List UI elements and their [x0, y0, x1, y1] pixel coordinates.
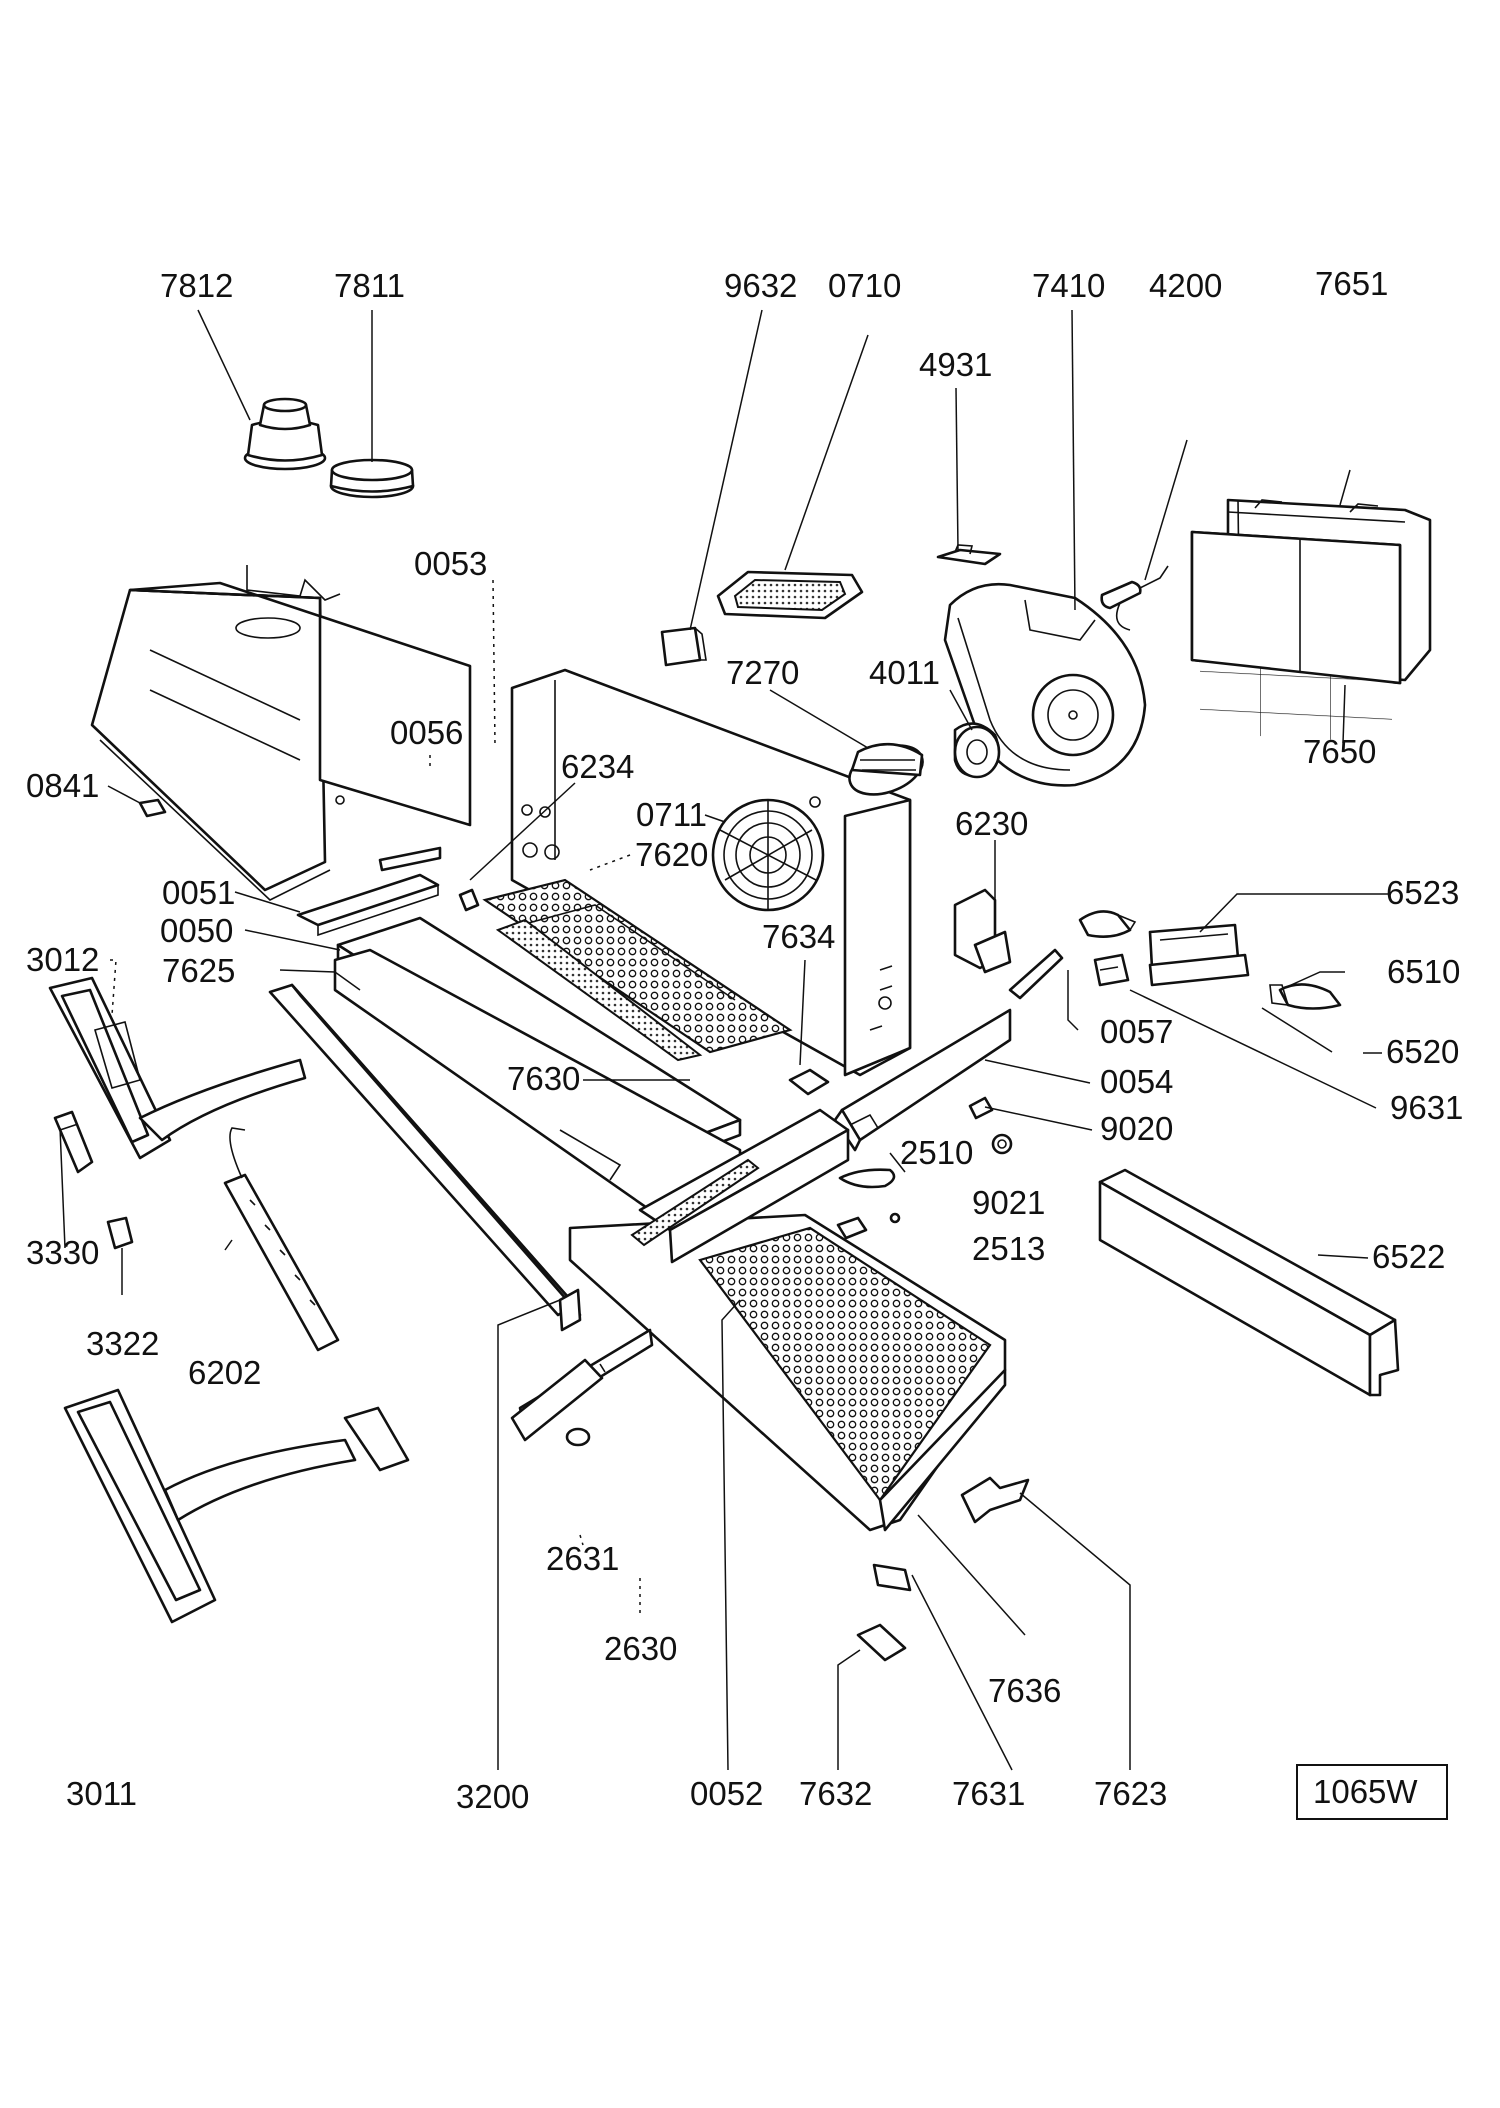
part-label: 0056 — [390, 714, 463, 751]
part-label: 7634 — [762, 918, 835, 955]
part-label: 2510 — [900, 1134, 973, 1171]
part-label: 6523 — [1386, 874, 1459, 911]
part-label: 2631 — [546, 1540, 619, 1577]
part-9021-drawing — [991, 1133, 1013, 1155]
part-4200-drawing — [1100, 565, 1169, 631]
part-label: 9020 — [1100, 1110, 1173, 1147]
part-labels: 7812 7811 9632 0710 7410 4200 7651 4931 … — [26, 265, 1463, 1815]
part-label: 0054 — [1100, 1063, 1173, 1100]
part-3012-drawing — [48, 976, 307, 1160]
part-0841-drawing — [138, 798, 167, 818]
part-label: 0057 — [1100, 1013, 1173, 1050]
part-7631-drawing — [872, 1563, 912, 1592]
part-label: 0711 — [636, 796, 707, 833]
part-label: 7270 — [726, 654, 799, 691]
part-label: 7651 — [1315, 265, 1388, 302]
part-label: 0710 — [828, 267, 901, 304]
part-label: 7636 — [988, 1672, 1061, 1709]
part-label: 0052 — [690, 1775, 763, 1812]
part-7620-drawing — [482, 878, 793, 1062]
part-4931-drawing — [936, 544, 1002, 566]
part-label: 9632 — [724, 267, 797, 304]
part-label: 0053 — [414, 545, 487, 582]
part-label: 0841 — [26, 767, 99, 804]
part-label: 7410 — [1032, 267, 1105, 304]
part-label: 3330 — [26, 1234, 99, 1271]
part-label: 7623 — [1094, 1775, 1167, 1812]
part-3322-drawing — [106, 1216, 134, 1250]
diagram-reference-box: 1065W — [1296, 1764, 1448, 1820]
part-7270-drawing — [848, 742, 924, 796]
part-label: 6520 — [1386, 1033, 1459, 1070]
part-7811-drawing — [329, 458, 415, 499]
leader-lines — [59, 309, 1390, 1771]
part-label: 7650 — [1303, 733, 1376, 770]
part-label: 7625 — [162, 952, 235, 989]
part-label: 2630 — [604, 1630, 677, 1667]
part-label: 4931 — [919, 346, 992, 383]
part-label: 6202 — [188, 1354, 261, 1391]
part-0710-drawing — [716, 570, 864, 620]
part-6522-drawing — [1098, 1168, 1400, 1397]
part-6202-drawing — [223, 1127, 340, 1352]
part-2510-drawing — [838, 1168, 896, 1189]
part-3330-drawing — [53, 1110, 94, 1174]
part-0052-drawing — [568, 1213, 1007, 1532]
part-0051-drawing — [296, 873, 440, 937]
part-label: 0050 — [160, 912, 233, 949]
part-label: 3322 — [86, 1325, 159, 1362]
part-3200-drawing — [510, 1288, 604, 1442]
part-label: 9021 — [972, 1184, 1045, 1221]
part-label: 7630 — [507, 1060, 580, 1097]
part-0057-drawing — [1008, 948, 1064, 1000]
part-6523-drawing — [1148, 923, 1250, 987]
part-chassis-drawing — [510, 668, 912, 1077]
part-0711-drawing — [711, 798, 825, 912]
part-9632-drawing — [660, 626, 707, 667]
part-9020-drawing — [968, 1096, 994, 1120]
part-7650-drawing — [1190, 530, 1402, 743]
part-9631-drawing — [1093, 953, 1130, 987]
part-label: 6230 — [955, 805, 1028, 842]
part-3011-drawing — [63, 1388, 410, 1624]
part-6520-drawing — [1269, 983, 1342, 1010]
part-label: 4011 — [869, 654, 940, 691]
part-label: 7812 — [160, 267, 233, 304]
part-label: 2513 — [972, 1230, 1045, 1267]
part-7623-drawing — [960, 1476, 1030, 1524]
part-label: 9631 — [1390, 1089, 1463, 1126]
part-label: 0051 — [162, 874, 235, 911]
part-label: 3200 — [456, 1778, 529, 1815]
part-2513-drawing — [836, 1212, 901, 1240]
part-label: 6234 — [561, 748, 634, 785]
part-label: 7632 — [799, 1775, 872, 1812]
part-label: 7631 — [952, 1775, 1025, 1812]
part-2631-drawing — [565, 1427, 591, 1447]
part-7812-drawing — [243, 397, 327, 471]
part-4011-drawing — [953, 722, 1001, 779]
part-6230-drawing — [953, 888, 1012, 974]
part-7632-drawing — [856, 1623, 907, 1662]
part-label: 3011 — [66, 1775, 137, 1812]
part-6234-drawing — [458, 888, 480, 912]
part-label: 4200 — [1149, 267, 1222, 304]
part-label: 6522 — [1372, 1238, 1445, 1275]
part-hood-housing-drawing — [90, 565, 472, 901]
part-6510-drawing — [1078, 910, 1137, 938]
part-label: 6510 — [1387, 953, 1460, 990]
part-7634-drawing — [788, 1068, 830, 1096]
diagram-reference-label: 1065W — [1313, 1773, 1418, 1810]
part-label: 7811 — [334, 267, 405, 304]
part-label: 3012 — [26, 941, 99, 978]
part-label: 7620 — [635, 836, 708, 873]
